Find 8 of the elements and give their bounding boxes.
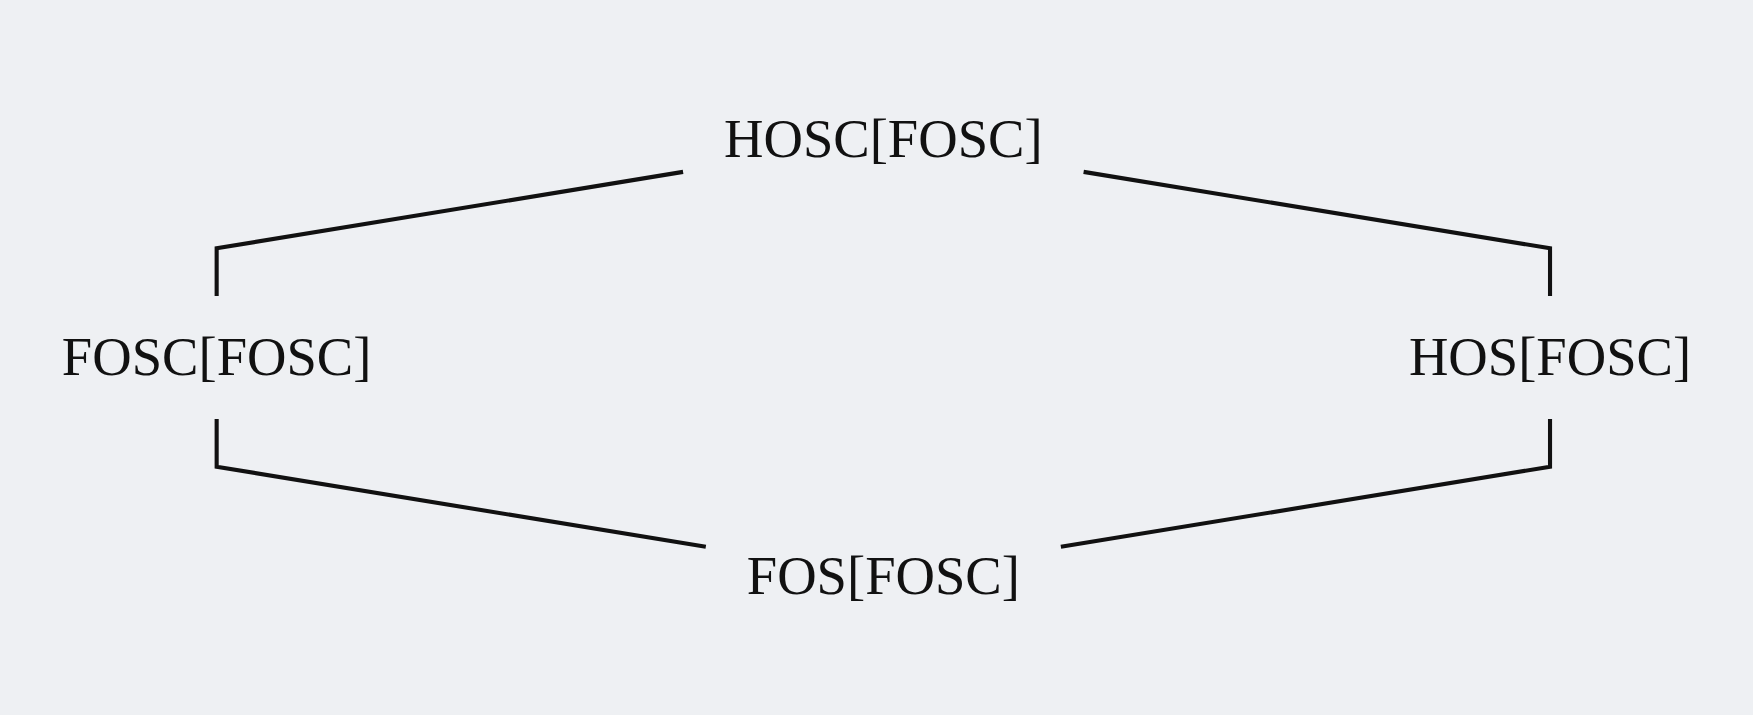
node-text: FOSC[FOSC]: [61, 326, 372, 388]
connector: [1083, 169, 1553, 297]
node-text: HOS[FOSC]: [1408, 326, 1692, 388]
node-text: HOSC[FOSC]: [724, 107, 1043, 170]
node-text: FOS[FOSC]: [746, 544, 1020, 606]
connector: [214, 418, 707, 549]
connector: [214, 169, 684, 297]
connector: [1060, 418, 1553, 549]
